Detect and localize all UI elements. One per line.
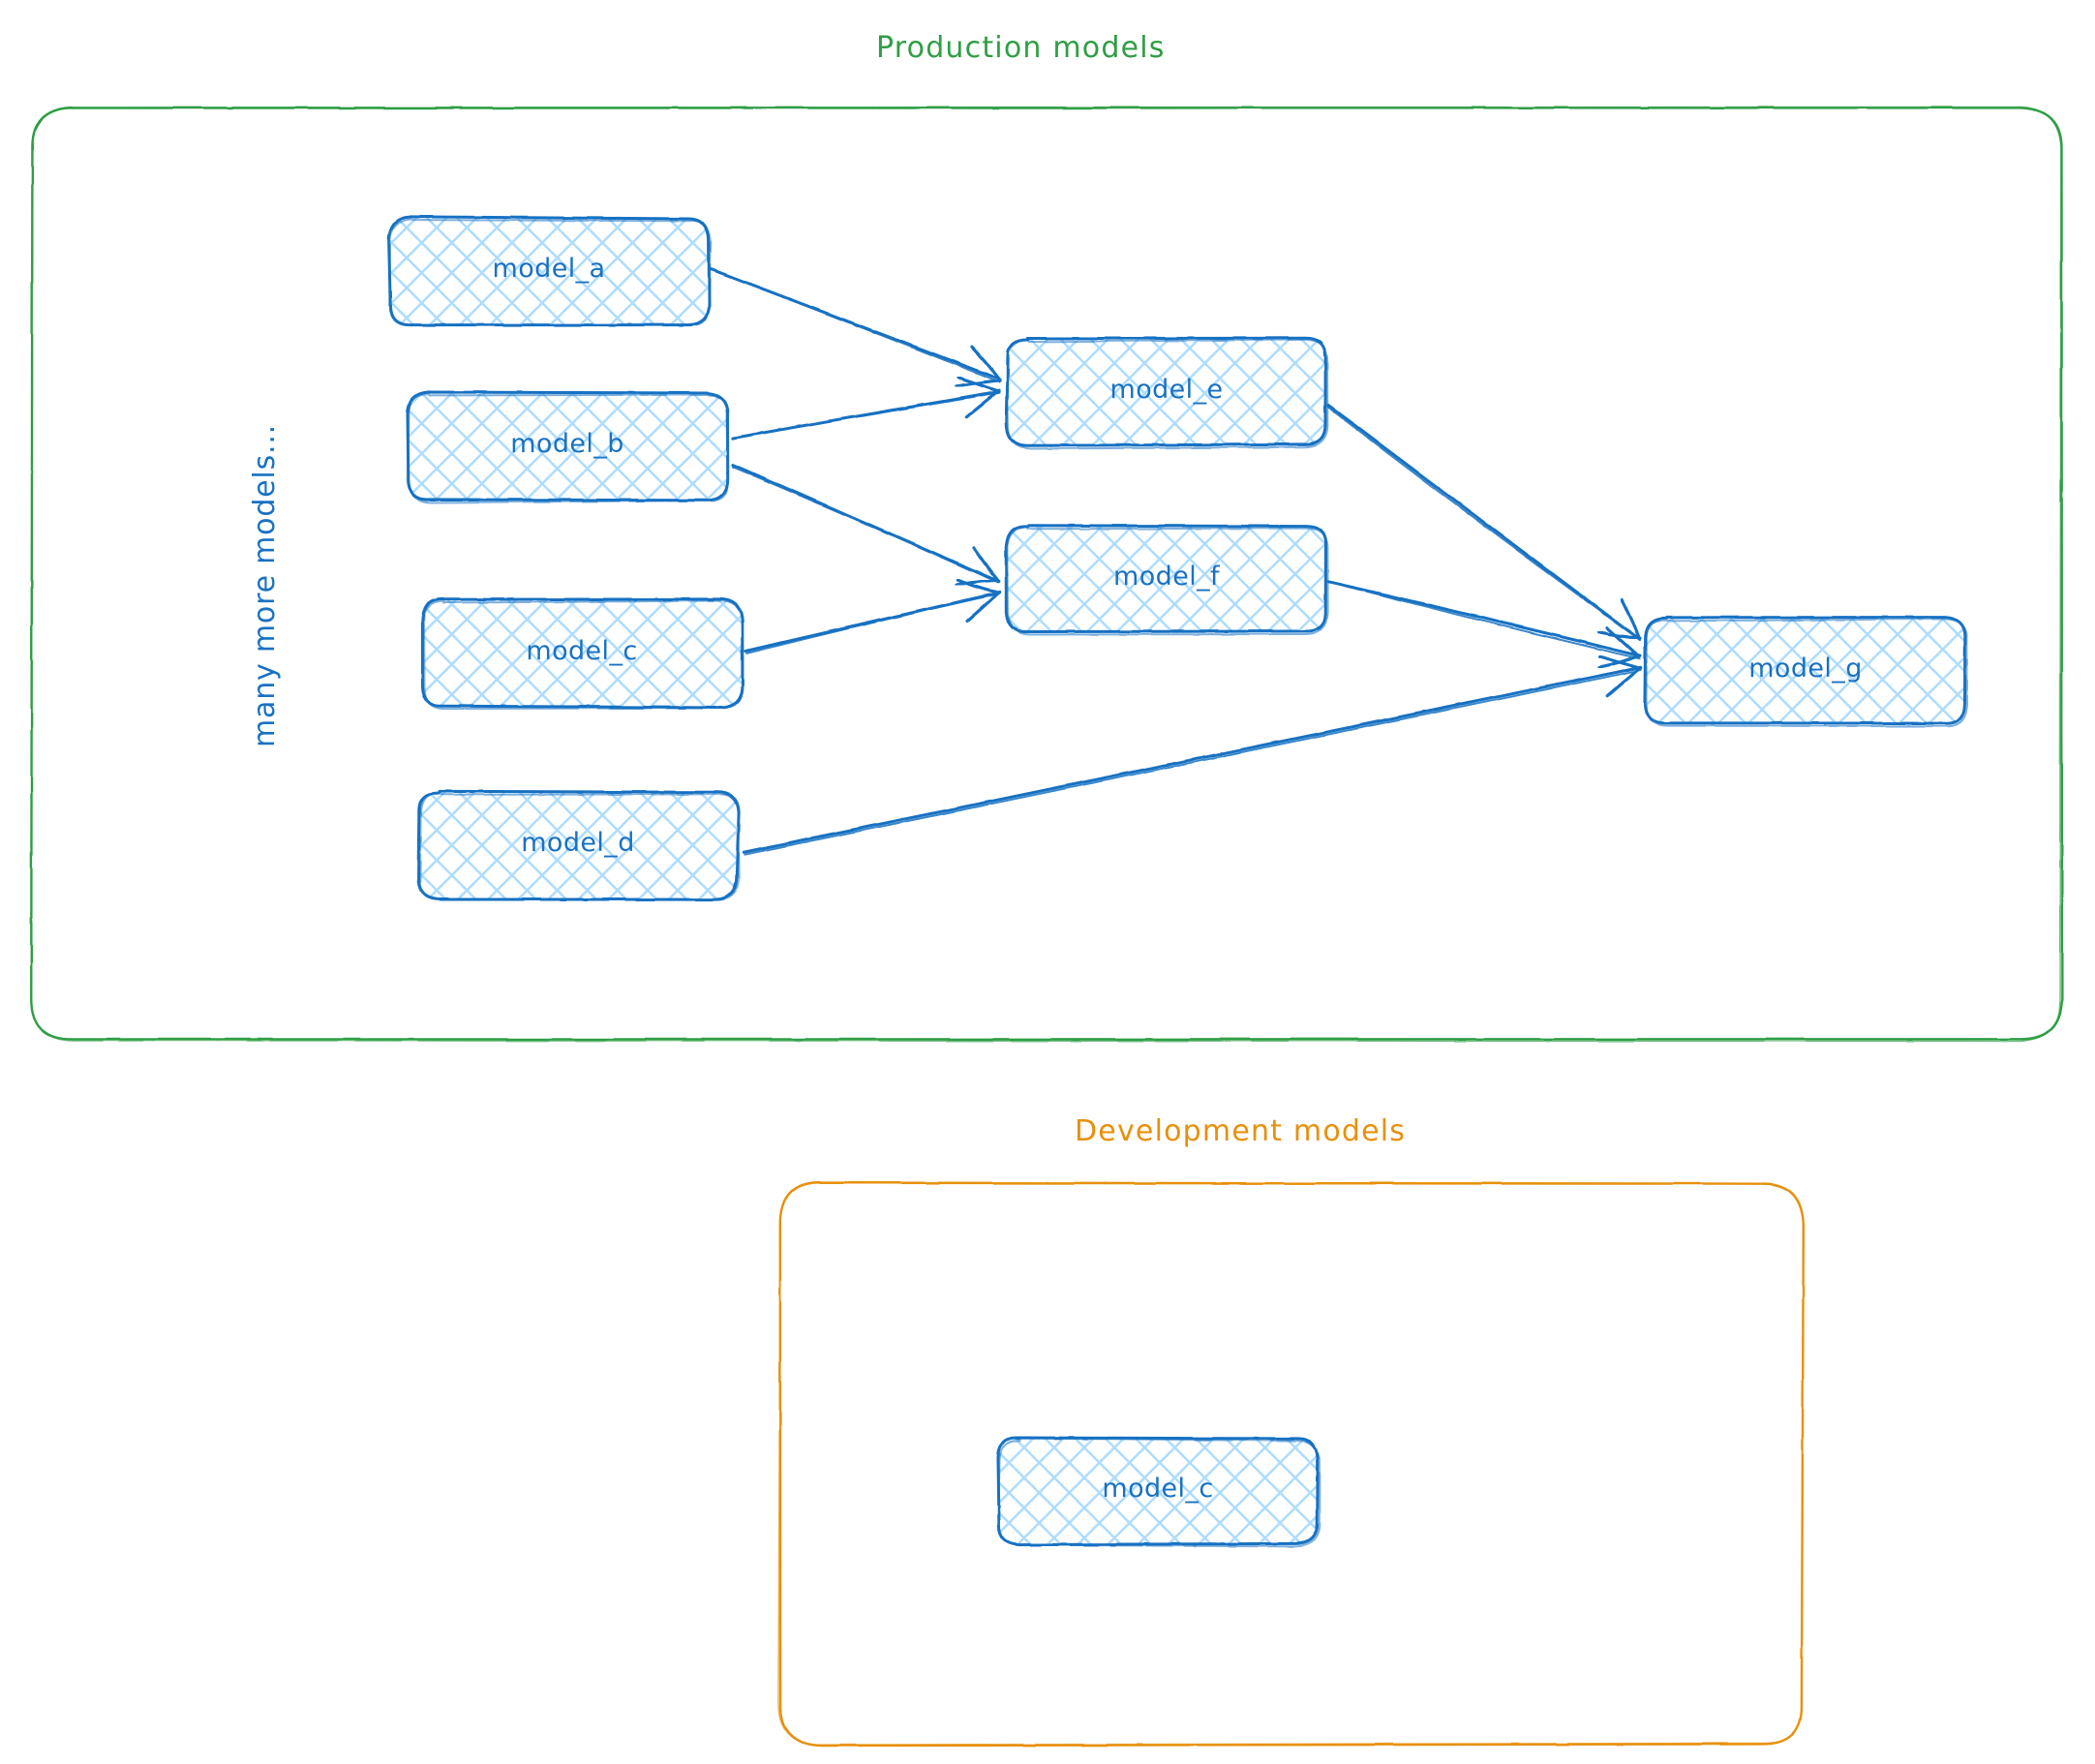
edge-f-to-g <box>1326 580 1643 669</box>
node-model_b[interactable] <box>406 390 730 504</box>
node-model_e[interactable] <box>1005 336 1329 450</box>
node-model_a[interactable] <box>387 215 713 327</box>
side-label-many-more-models: many more models... <box>248 423 282 747</box>
edge-b-to-e <box>731 376 1001 441</box>
node-hit-model_f[interactable] <box>1007 526 1326 632</box>
node-model_c_dev[interactable] <box>996 1436 1321 1548</box>
group-frame-production-stroke2 <box>30 106 2062 1043</box>
edge-b-to-f <box>731 463 1001 587</box>
edge-a-to-e <box>710 267 1002 388</box>
node-hit-model_c_dev[interactable] <box>998 1438 1318 1544</box>
edge-c-to-f <box>744 578 1002 654</box>
node-model_g[interactable] <box>1643 616 1969 728</box>
node-hit-model_b[interactable] <box>408 393 727 500</box>
node-model_f[interactable] <box>1004 524 1329 636</box>
edge-layer <box>710 267 1643 856</box>
node-model_d[interactable] <box>416 789 741 901</box>
edge-e-to-g <box>1326 404 1642 641</box>
group-label-production: Production models <box>876 31 1166 65</box>
group-frame-development-stroke2 <box>777 1181 1805 1746</box>
node-hit-model_d[interactable] <box>418 792 738 898</box>
group-label-development: Development models <box>1075 1114 1407 1148</box>
node-hit-model_e[interactable] <box>1007 339 1326 445</box>
edge-d-to-g <box>742 654 1643 856</box>
node-hit-model_a[interactable] <box>389 218 709 324</box>
node-model_c_prod[interactable] <box>420 597 744 711</box>
node-hit-model_g[interactable] <box>1646 618 1965 724</box>
group-frames <box>30 106 2064 1748</box>
node-hit-model_c_prod[interactable] <box>422 600 742 707</box>
node-layer <box>387 215 1969 1548</box>
